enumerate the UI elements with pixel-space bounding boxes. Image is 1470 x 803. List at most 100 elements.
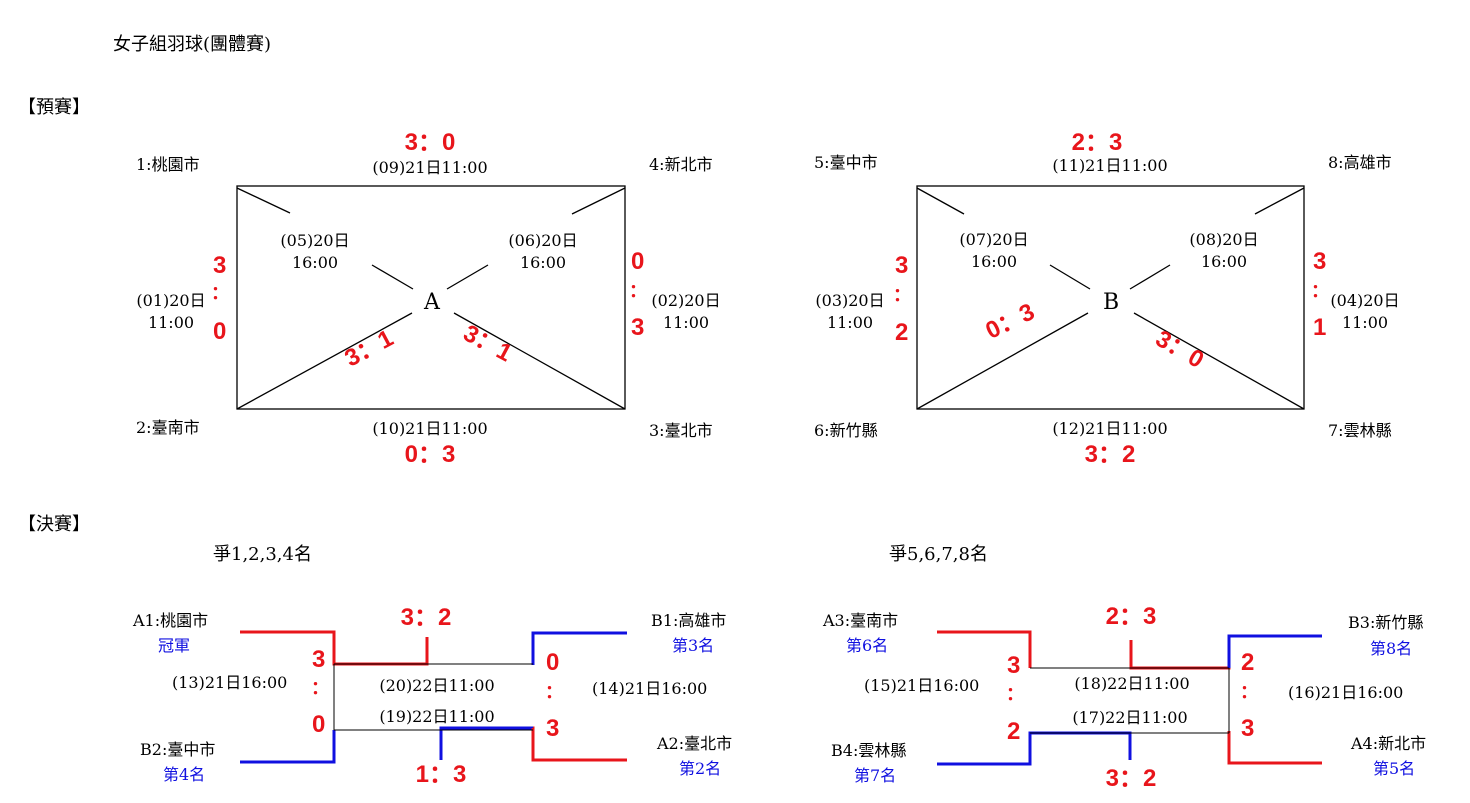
- group-b-diag-bl: [916, 312, 1089, 410]
- group-a-score-right-sep: ：: [629, 281, 647, 301]
- final58-team-b4: B4:雲林縣: [831, 741, 907, 760]
- final14-score-m14-a: 0: [546, 649, 560, 676]
- group-a-team-3: 3:臺北市: [649, 421, 713, 440]
- final58-score-m15-a: 3: [1007, 652, 1021, 679]
- final14-red-a1: [240, 630, 429, 666]
- final58-red-a4: [1227, 731, 1322, 765]
- final14-blue-m19: [439, 726, 533, 760]
- final14-team-a1: A1:桃園市: [133, 611, 209, 630]
- final14-red-a2: [531, 728, 627, 762]
- final14-match-19: (19)22日11:00: [379, 707, 495, 726]
- group-a-box: [236, 185, 626, 410]
- group-a-team-2: 2:臺南市: [136, 418, 200, 437]
- group-b-diag-tl-inner: [1049, 264, 1091, 290]
- section-prelim: 【預賽】: [18, 97, 90, 118]
- group-b-match-08: (08)20日 16:00: [1189, 230, 1259, 272]
- final58-match-15: (15)21日16:00: [864, 676, 980, 695]
- final58-rank-a3: 第6名: [846, 636, 889, 655]
- group-a-diag-br: [453, 312, 626, 410]
- final58-score-m17: 3：2: [1105, 765, 1157, 792]
- final58-blue-b3: [1227, 634, 1322, 668]
- group-a-match-09: (09)21日11:00: [372, 158, 488, 177]
- final14-team-b1: B1:高雄市: [651, 611, 727, 630]
- group-a-match-02: (02)20日 11:00: [651, 291, 721, 333]
- group-a-score-right-b: 3: [631, 314, 645, 341]
- final58-match-17: (17)22日11:00: [1072, 708, 1188, 727]
- final58-score-m15-sep: ：: [1006, 684, 1024, 704]
- group-b-score-left-a: 3: [895, 252, 909, 279]
- group-b-team-7: 7:雲林縣: [1328, 421, 1392, 440]
- page-title: 女子組羽球(團體賽): [113, 34, 272, 55]
- final58-blue-b4: [937, 731, 1132, 766]
- final14-score-m14-b: 3: [546, 715, 560, 742]
- final14-team-b2: B2:臺中市: [140, 740, 216, 759]
- group-b-match-04: (04)20日 11:00: [1330, 291, 1400, 333]
- final14-score-m20: 3：2: [400, 604, 452, 631]
- group-a-diag-tr-inner: [446, 264, 489, 290]
- group-a-diag-tl-outer: [236, 187, 291, 214]
- final58-score-m18: 2：3: [1105, 603, 1157, 630]
- group-b-score-left-b: 2: [895, 319, 909, 346]
- group-a-diag-tr-outer: [571, 187, 626, 215]
- final14-score-m13-sep: ：: [311, 678, 329, 698]
- final14-match-14: (14)21日16:00: [592, 679, 708, 698]
- final58-heading: 爭5,6,7,8名: [889, 544, 988, 565]
- final58-match-18: (18)22日11:00: [1074, 674, 1190, 693]
- group-b-rect: [916, 185, 1305, 410]
- group-a-score-right-a: 0: [631, 248, 645, 275]
- final14-match-20: (20)22日11:00: [379, 676, 495, 695]
- group-a-score-left-b: 0: [213, 318, 227, 345]
- group-b-diag-tr-inner: [1129, 264, 1171, 290]
- final58-rank-b4: 第7名: [854, 766, 897, 785]
- group-a-team-4: 4:新北市: [649, 155, 713, 174]
- final14-rank-b1: 第3名: [672, 636, 715, 655]
- final58-red-a3: [937, 630, 1032, 668]
- group-a-match-10: (10)21日11:00: [372, 419, 488, 438]
- group-a-score-left-a: 3: [213, 252, 227, 279]
- group-b-score-right-a: 3: [1313, 248, 1327, 275]
- group-a-diag-bl: [236, 312, 413, 410]
- group-a-team-1: 1:桃園市: [136, 155, 200, 174]
- final58-score-m16-b: 3: [1241, 715, 1255, 742]
- final58-score-m15-b: 2: [1007, 718, 1021, 745]
- final14-rank-a2: 第2名: [679, 759, 722, 778]
- final14-rank-a1: 冠軍: [158, 636, 191, 655]
- group-b-diag-tl-outer: [916, 187, 965, 215]
- group-b-match-03: (03)20日 11:00: [815, 291, 885, 333]
- final14-score-m14-sep: ：: [545, 682, 563, 702]
- group-b-score-left-sep: ：: [893, 285, 911, 305]
- final58-rank-b3: 第8名: [1370, 639, 1413, 658]
- group-a-diag-tl-inner: [371, 264, 414, 290]
- group-b-score-right-b: 1: [1313, 314, 1327, 341]
- final58-team-b3: B3:新竹縣: [1348, 613, 1424, 632]
- group-b-match-12: (12)21日11:00: [1052, 419, 1168, 438]
- group-a-match-06: (06)20日 16:00: [508, 231, 578, 273]
- final58-match-16: (16)21日16:00: [1288, 683, 1404, 702]
- group-b-box: [916, 185, 1305, 410]
- group-b-team-8: 8:高雄市: [1328, 153, 1392, 172]
- group-b-team-6: 6:新竹縣: [814, 421, 878, 440]
- group-a-match-01: (01)20日 11:00: [136, 291, 206, 333]
- final58-bracket: [937, 630, 1322, 766]
- group-a-score-bottom: 0：3: [404, 441, 456, 468]
- group-b-diag-tr-outer: [1254, 187, 1305, 215]
- group-b-score-top: 2：3: [1071, 129, 1123, 156]
- group-a-score-left-sep: ：: [211, 283, 229, 303]
- group-b-score-right-sep: ：: [1311, 281, 1329, 301]
- final14-team-a2: A2:臺北市: [657, 734, 733, 753]
- section-final: 【決賽】: [18, 514, 90, 535]
- final58-score-m16-a: 2: [1241, 649, 1255, 676]
- final14-heading: 爭1,2,3,4名: [213, 544, 312, 565]
- group-b-match-07: (07)20日 16:00: [959, 230, 1029, 272]
- group-b-score-bottom: 3：2: [1084, 441, 1136, 468]
- final14-blue-b2: [240, 730, 336, 764]
- final58-rank-a4: 第5名: [1373, 759, 1416, 778]
- final14-score-m13-b: 0: [312, 711, 326, 738]
- final58-score-m16-sep: ：: [1240, 682, 1258, 702]
- group-b-team-5: 5:臺中市: [814, 153, 878, 172]
- final14-bracket: [240, 630, 627, 764]
- final58-red-m18: [1129, 634, 1322, 670]
- group-b-match-11: (11)21日11:00: [1052, 156, 1168, 175]
- final58-team-a4: A4:新北市: [1351, 734, 1427, 753]
